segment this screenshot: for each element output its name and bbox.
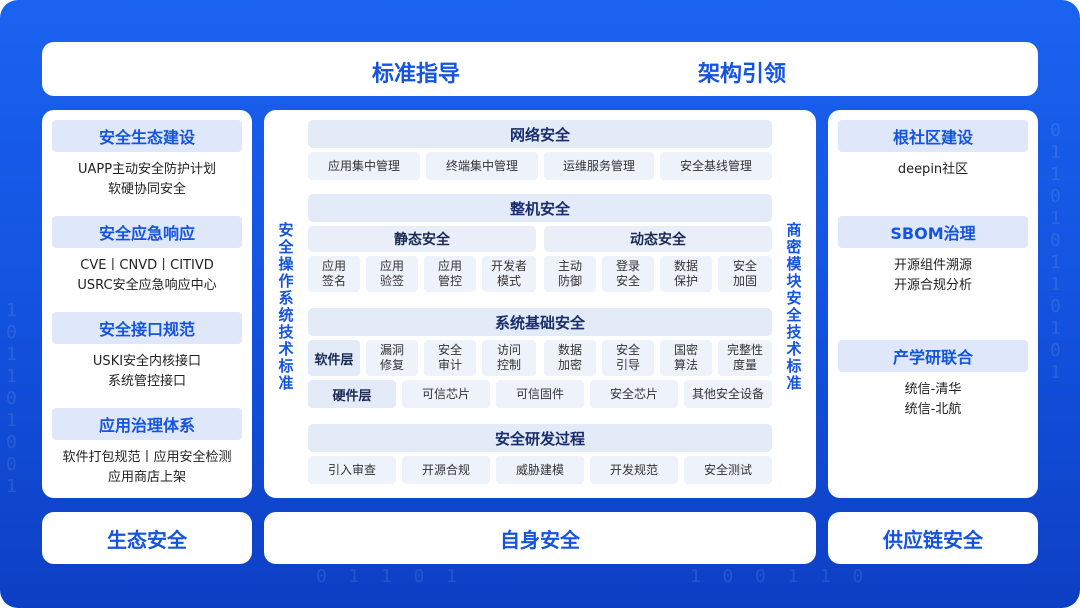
network-security-header: 网络安全 [308,120,772,148]
supply-chain-item-line: 统信-北航 [904,402,962,417]
self-security-label: 自身安全 [264,512,816,564]
software-layer-item: 数据 加密 [544,340,596,376]
software-layer-item: 完整性 度量 [718,340,772,376]
network-security-item: 终端集中管理 [426,152,538,180]
os-standard-vertical-label: 安全操作系统技术标准 [278,221,294,392]
static-security-header: 静态安全 [308,226,536,252]
ecosystem-item-line: UAPP主动安全防护计划 [77,162,217,177]
software-layer-label: 软件层 [308,340,360,376]
machine-security-header: 整机安全 [308,194,772,222]
supply-chain-item-line: 统信-清华 [904,382,962,397]
network-security-item: 安全基线管理 [660,152,772,180]
dynamic-security-item: 登录 安全 [602,256,654,292]
ecosystem-item-line: 软硬协同安全 [107,182,186,197]
software-layer-item: 国密 算法 [660,340,712,376]
background-binary-pattern: 1 0 1 1 0 1 0 0 1 [6,300,17,497]
software-layer-item: 漏洞 修复 [366,340,418,376]
supply-chain-item-line: deepin社区 [897,162,969,177]
software-layer-item: 安全 引导 [602,340,654,376]
ecosystem-item-line: 应用商店上架 [107,470,186,485]
supply-chain-item-title: 根社区建设 [838,120,1028,152]
ecosystem-item-title: 安全接口规范 [52,312,242,344]
hardware-layer-item: 其他安全设备 [684,380,772,408]
secure-dev-item: 开发规范 [590,456,678,484]
software-layer-item: 访问 控制 [482,340,536,376]
background-binary-pattern: 1 0 0 1 1 0 [690,566,864,587]
static-security-item: 应用 管控 [424,256,476,292]
ecosystem-item-line: CVE丨CNVD丨CITIVD [80,258,214,273]
hardware-layer-label: 硬件层 [308,380,396,408]
dynamic-security-item: 数据 保护 [660,256,712,292]
hardware-layer-item: 可信固件 [496,380,584,408]
supply-chain-security-label: 供应链安全 [828,512,1038,564]
dynamic-security-item: 主动 防御 [544,256,596,292]
ecosystem-item-title: 安全应急响应 [52,216,242,248]
supply-chain-item-line: 开源组件溯源 [893,258,972,273]
top-banner: 标准指导 架构引领 [42,42,1038,96]
ecosystem-item-title: 安全生态建设 [52,120,242,152]
supply-chain-item-title: SBOM治理 [838,216,1028,248]
network-security-item: 运维服务管理 [544,152,654,180]
dynamic-security-item: 安全 加固 [718,256,772,292]
secure-dev-item: 威胁建模 [496,456,584,484]
system-base-security-header: 系统基础安全 [308,308,772,336]
ecosystem-item-line: 系统管控接口 [107,374,186,389]
background-binary-pattern: 0 1 1 0 1 0 1 1 0 1 0 1 [1050,120,1061,383]
background-binary-pattern: 0 1 1 0 1 [316,566,457,587]
hardware-layer-item: 安全芯片 [590,380,678,408]
secure-dev-item: 开源合规 [402,456,490,484]
supply-chain-item-line: 开源合规分析 [893,278,972,293]
dynamic-security-header: 动态安全 [544,226,772,252]
secure-dev-item: 安全测试 [684,456,772,484]
standard-guidance-label: 标准指导 [372,62,461,87]
architecture-lead-label: 架构引领 [698,62,787,87]
ecosystem-security-label: 生态安全 [42,512,252,564]
ecosystem-panel: 安全生态建设 UAPP主动安全防护计划 软硬协同安全 安全应急响应 CVE丨CN… [42,110,252,498]
ecosystem-item-line: USRC安全应急响应中心 [77,278,217,293]
supply-chain-item-title: 产学研联合 [838,340,1028,372]
self-security-panel: 安全操作系统技术标准 商密模块安全技术标准 网络安全 应用集中管理 终端集中管理… [264,110,816,498]
static-security-item: 应用 签名 [308,256,360,292]
secure-dev-process-header: 安全研发过程 [308,424,772,452]
ecosystem-item-line: 软件打包规范丨应用安全检测 [62,450,232,465]
software-layer-item: 安全 审计 [424,340,476,376]
ecosystem-item-title: 应用治理体系 [52,408,242,440]
supply-chain-panel: 根社区建设 deepin社区 SBOM治理 开源组件溯源 开源合规分析 产学研联… [828,110,1038,498]
crypto-standard-vertical-label: 商密模块安全技术标准 [786,221,802,392]
hardware-layer-item: 可信芯片 [402,380,490,408]
ecosystem-item-line: USKI安全内核接口 [92,354,202,369]
secure-dev-item: 引入审查 [308,456,396,484]
static-security-item: 开发者 模式 [482,256,536,292]
static-security-item: 应用 验签 [366,256,418,292]
network-security-item: 应用集中管理 [308,152,420,180]
